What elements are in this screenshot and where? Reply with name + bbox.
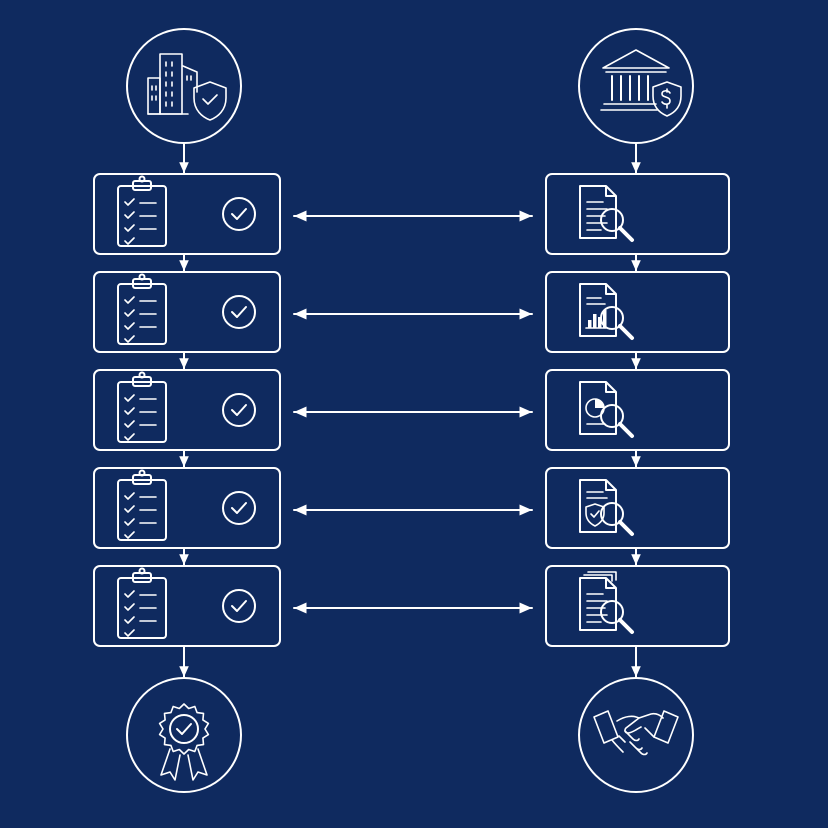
check-circle-icon bbox=[222, 491, 256, 525]
right-step-1 bbox=[545, 173, 730, 255]
check-circle-icon bbox=[222, 589, 256, 623]
right-step-2 bbox=[545, 271, 730, 353]
left-step-box bbox=[93, 467, 281, 549]
shield-document-search-icon bbox=[579, 479, 634, 536]
left-step-3 bbox=[93, 369, 281, 451]
left-step-box bbox=[93, 369, 281, 451]
building-shield-icon bbox=[126, 28, 242, 144]
clipboard-checklist-icon bbox=[117, 469, 167, 541]
clipboard-checklist-icon bbox=[117, 273, 167, 345]
right-step-box bbox=[545, 271, 730, 353]
bank-shield-dollar-icon bbox=[578, 28, 694, 144]
check-circle-icon bbox=[222, 197, 256, 231]
stacked-documents-search-icon bbox=[579, 571, 634, 634]
left-step-4 bbox=[93, 467, 281, 549]
left-column bbox=[126, 28, 242, 793]
right-step-box bbox=[545, 173, 730, 255]
left-step-box bbox=[93, 565, 281, 647]
clipboard-checklist-icon bbox=[117, 175, 167, 247]
left-step-box bbox=[93, 271, 281, 353]
left-step-5 bbox=[93, 565, 281, 647]
left-step-box bbox=[93, 173, 281, 255]
clipboard-checklist-icon bbox=[117, 371, 167, 443]
right-column bbox=[578, 28, 694, 793]
flow-lines bbox=[179, 142, 641, 678]
check-circle-icon bbox=[222, 295, 256, 329]
document-search-icon bbox=[579, 185, 634, 242]
right-step-box bbox=[545, 369, 730, 451]
pie-chart-document-search-icon bbox=[579, 381, 634, 438]
award-badge-icon bbox=[126, 677, 242, 793]
right-step-4 bbox=[545, 467, 730, 549]
right-step-3 bbox=[545, 369, 730, 451]
bar-chart-document-search-icon bbox=[579, 283, 634, 340]
check-circle-icon bbox=[222, 393, 256, 427]
clipboard-checklist-icon bbox=[117, 567, 167, 639]
right-step-5 bbox=[545, 565, 730, 647]
right-step-box bbox=[545, 565, 730, 647]
left-step-1 bbox=[93, 173, 281, 255]
right-step-box bbox=[545, 467, 730, 549]
left-step-2 bbox=[93, 271, 281, 353]
steps-layer bbox=[93, 173, 730, 647]
handshake-icon bbox=[578, 677, 694, 793]
